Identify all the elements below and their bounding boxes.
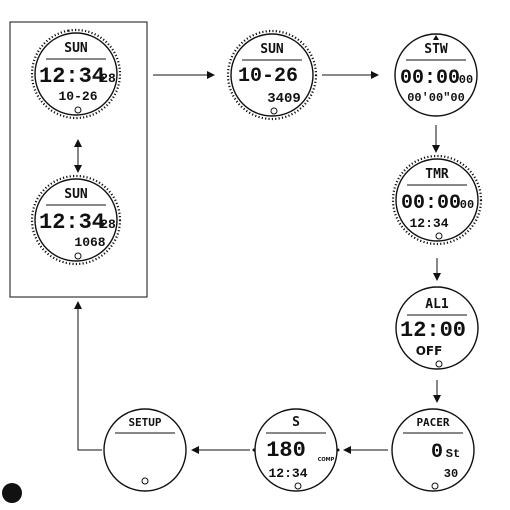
compass-time: 12:34 [268, 466, 307, 481]
pacer-sub: 30 [444, 467, 458, 481]
stopwatch-hundredths: 00 [459, 73, 473, 87]
stopwatch-lap: 00'00"00 [407, 91, 465, 105]
watch-setup: SETUP [104, 409, 186, 491]
date-display: 10-26 [238, 65, 298, 88]
seconds-display: 28 [100, 217, 116, 232]
label-pacer: PACER [416, 416, 449, 429]
label-tmr: TMR [425, 167, 449, 182]
watch-pacer: PACER 0 St 30 [392, 409, 474, 491]
pacer-unit: St [446, 447, 460, 461]
watch-compass: S 180 12:34 COMP [253, 409, 340, 491]
label-stw: STW [424, 42, 448, 57]
stopwatch-main: 00:00 [400, 67, 460, 90]
watch-time-date: SUN 12:34 28 10-26 [25, 23, 127, 125]
compass-tag: COMP [318, 457, 335, 463]
watch-date-view: SUN 10-26 3409 [228, 31, 316, 119]
time-display: 12:34 [39, 64, 105, 89]
compass-bearing: 180 [266, 438, 306, 463]
bullet-marker [2, 483, 22, 503]
pacer-value: 0 [431, 441, 443, 464]
label-sun: SUN [64, 41, 88, 56]
label-al1: AL1 [425, 297, 449, 312]
timer-sub: 12:34 [409, 216, 448, 231]
watch-stopwatch: STW 00:00 00 00'00"00 [395, 34, 477, 116]
label-setup: SETUP [128, 416, 161, 429]
label-sun: SUN [260, 42, 284, 57]
alarm-time: 12:00 [400, 318, 466, 343]
watch-time-value: SUN 12:34 28 1068 [32, 176, 120, 264]
alarm-status: OFF [416, 344, 443, 358]
value-display: 3409 [267, 91, 301, 107]
date-display: 10-26 [58, 89, 97, 104]
time-display: 12:34 [39, 210, 105, 235]
value-display: 1068 [74, 235, 105, 250]
watch-timer: TMR 00:00 00 12:34 [393, 156, 481, 244]
label-sun: SUN [64, 187, 88, 202]
timer-main: 00:00 [401, 192, 461, 215]
seconds-display: 28 [100, 71, 116, 86]
label-s: S [292, 415, 300, 430]
return-arrow [78, 302, 102, 450]
watch-alarm: AL1 12:00 OFF [396, 287, 478, 369]
timer-seconds: 00 [460, 198, 474, 212]
